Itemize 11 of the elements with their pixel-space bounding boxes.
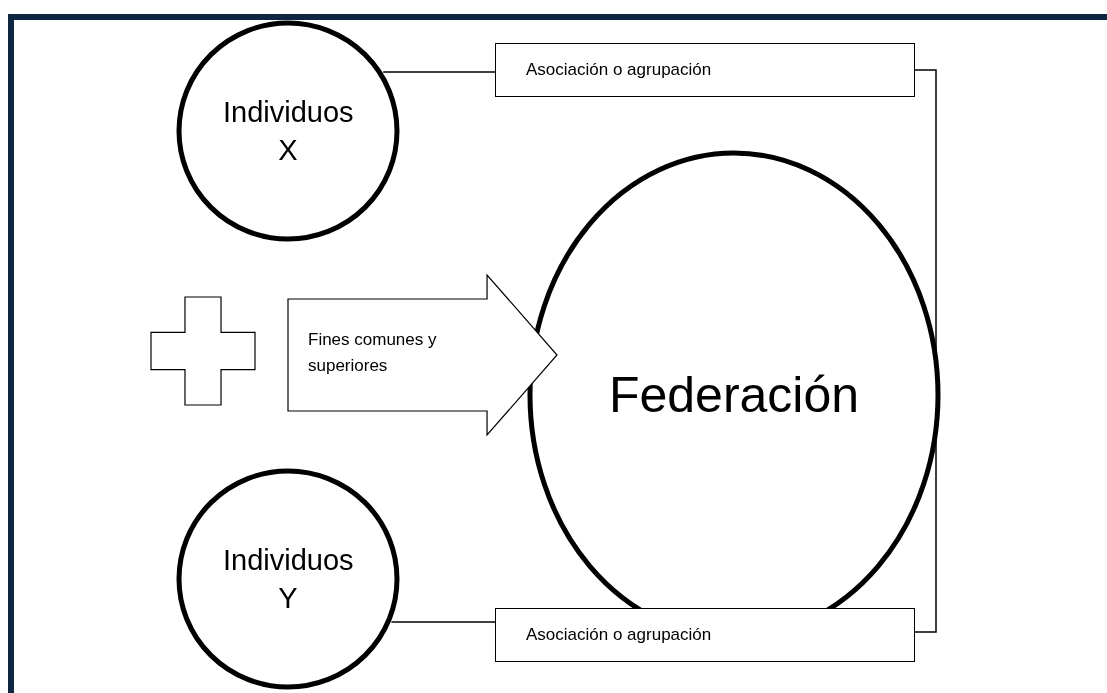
block-arrow [287, 273, 558, 437]
connector-line [382, 71, 496, 73]
text-box [495, 608, 915, 662]
node-label: Asociación o agrupación [526, 59, 712, 82]
node-label: Individuos X [223, 95, 353, 168]
text-box [495, 43, 915, 97]
connector-line [390, 621, 496, 623]
edge-label: Fines comunes y superiores [308, 329, 438, 377]
node-label: Individuos Y [223, 543, 353, 616]
node-label: Asociación o agrupación [526, 624, 712, 647]
node-label: Federación [608, 365, 860, 425]
